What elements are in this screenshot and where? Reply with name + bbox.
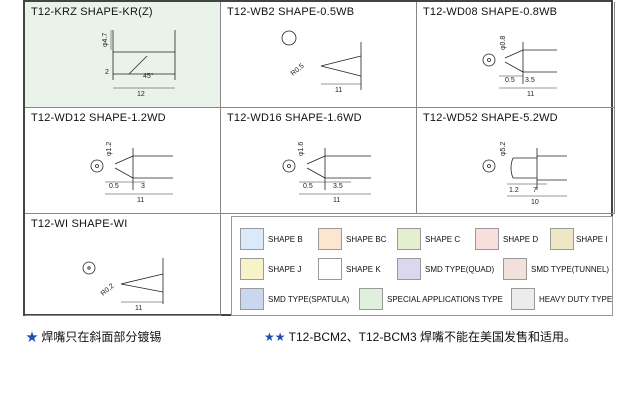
legend-swatch bbox=[511, 288, 535, 310]
tip-diagram-wi: 11 R0.2 bbox=[82, 258, 164, 312]
legend-swatch bbox=[240, 228, 264, 250]
tip-title: T12-WD16 SHAPE-1.6WD bbox=[227, 112, 362, 124]
shape-color-legend: SHAPE B SHAPE BC SHAPE C SHAPE D SHAPE I… bbox=[231, 216, 613, 316]
dim-length: 11 bbox=[333, 197, 340, 204]
legend-swatch bbox=[240, 288, 264, 310]
tip-diagram-wd08: 0.5 3.5 11 φ0.8 bbox=[482, 36, 557, 98]
tip-title: T12-KRZ SHAPE-KR(Z) bbox=[31, 6, 153, 18]
legend-label: SHAPE BC bbox=[346, 235, 387, 244]
dim-length: 10 bbox=[531, 199, 539, 206]
tip-cell-wd52: T12-WD52 SHAPE-5.2WD 1.2 7 10 φ5.2 bbox=[417, 108, 615, 214]
legend-label: SHAPE D bbox=[503, 235, 539, 244]
tip-cell-wb2: T12-WB2 SHAPE-0.5WB 11 R0.5 bbox=[221, 2, 417, 108]
dim-length: 11 bbox=[135, 305, 142, 312]
legend-swatch bbox=[359, 288, 383, 310]
tip-title: T12-WD52 SHAPE-5.2WD bbox=[423, 112, 558, 124]
legend-swatch bbox=[397, 228, 421, 250]
dim-length: 11 bbox=[335, 87, 342, 94]
tip-cell-wi: T12-WI SHAPE-WI 11 R0.2 bbox=[25, 214, 221, 316]
tip-diagram-wb2: 11 R0.5 bbox=[281, 30, 362, 94]
legend-swatch bbox=[318, 258, 342, 280]
legend-label: HEAVY DUTY TYPE bbox=[539, 295, 613, 304]
dim-length: 11 bbox=[137, 197, 144, 204]
legend-label: SHAPE J bbox=[268, 265, 302, 274]
dim-diameter: φ1.2 bbox=[106, 142, 113, 156]
tip-cell-wd08: T12-WD08 SHAPE-0.8WB 0.5 3.5 11 φ0.8 bbox=[417, 2, 615, 108]
dim-b: 7 bbox=[533, 187, 537, 194]
dim-diameter: φ0.8 bbox=[500, 36, 507, 50]
tip-title: T12-WD08 SHAPE-0.8WB bbox=[423, 6, 558, 18]
tip-diagram-wd52: 1.2 7 10 φ5.2 bbox=[482, 142, 567, 206]
dim-a: 0.5 bbox=[303, 183, 313, 190]
dim-angle: 45° bbox=[143, 72, 154, 80]
tip-title: T12-WB2 SHAPE-0.5WB bbox=[227, 6, 355, 18]
double-star-icon: ★★ bbox=[264, 330, 286, 344]
tip-cell-krz: T12-KRZ SHAPE-KR(Z) φ4.7 12 2 45° bbox=[25, 2, 221, 108]
dim-radius: R0.5 bbox=[290, 63, 306, 78]
tip-cell-wd12: T12-WD12 SHAPE-1.2WD 0.5 3 11 φ1.2 bbox=[25, 108, 221, 214]
footnote-left-text: 焊嘴只在斜面部分镀锡 bbox=[41, 330, 162, 344]
dim-a: 0.5 bbox=[505, 77, 515, 84]
tip-diagram-wd16: 0.5 3.5 11 φ1.6 bbox=[282, 142, 371, 204]
dim-diameter: φ4.7 bbox=[102, 33, 109, 47]
dim-a: 0.5 bbox=[109, 183, 119, 190]
tip-diagram-wd12: 0.5 3 11 φ1.2 bbox=[90, 142, 173, 204]
legend-label: SPECIAL APPLICATIONS TYPE bbox=[387, 295, 503, 304]
tip-shape-sheet: T12-KRZ SHAPE-KR(Z) φ4.7 12 2 45° T12-WB… bbox=[23, 0, 615, 316]
dim-radius: R0.2 bbox=[100, 283, 116, 298]
legend-label: SHAPE B bbox=[268, 235, 303, 244]
legend-label: SHAPE K bbox=[346, 265, 381, 274]
dim-length: 12 bbox=[137, 91, 145, 98]
dim-b: 3 bbox=[141, 183, 145, 190]
dim-length: 11 bbox=[527, 91, 534, 98]
legend-swatch bbox=[240, 258, 264, 280]
dim-width: 2 bbox=[105, 69, 109, 76]
dim-b: 3.5 bbox=[333, 183, 343, 190]
footnote-right-text: T12-BCM2、T12-BCM3 焊嘴不能在美国发售和适用。 bbox=[288, 330, 577, 344]
legend-label: SMD TYPE(QUAD) bbox=[425, 265, 495, 274]
tip-diagram-krz: φ4.7 12 2 45° bbox=[102, 30, 176, 98]
dim-diameter: φ1.6 bbox=[298, 142, 305, 156]
dim-diameter: φ5.2 bbox=[500, 142, 507, 156]
legend-swatch bbox=[318, 228, 342, 250]
tip-title: T12-WI SHAPE-WI bbox=[31, 218, 128, 230]
legend-swatch bbox=[550, 228, 574, 250]
star-icon: ★ bbox=[26, 330, 39, 344]
dim-b: 3.5 bbox=[525, 77, 535, 84]
tip-title: T12-WD12 SHAPE-1.2WD bbox=[31, 112, 166, 124]
legend-label: SMD TYPE(TUNNEL) bbox=[531, 265, 610, 274]
legend-label: SHAPE I bbox=[576, 235, 608, 244]
legend-swatch bbox=[397, 258, 421, 280]
footnote-right: ★★ T12-BCM2、T12-BCM3 焊嘴不能在美国发售和适用。 bbox=[264, 328, 576, 345]
legend-label: SHAPE C bbox=[425, 235, 461, 244]
dim-a: 1.2 bbox=[509, 187, 519, 194]
legend-swatch bbox=[503, 258, 527, 280]
tip-cell-wd16: T12-WD16 SHAPE-1.6WD 0.5 3.5 11 φ1.6 bbox=[221, 108, 417, 214]
legend-label: SMD TYPE(SPATULA) bbox=[268, 295, 350, 304]
legend-swatch bbox=[475, 228, 499, 250]
footnote-left: ★ 焊嘴只在斜面部分镀锡 bbox=[26, 328, 161, 345]
